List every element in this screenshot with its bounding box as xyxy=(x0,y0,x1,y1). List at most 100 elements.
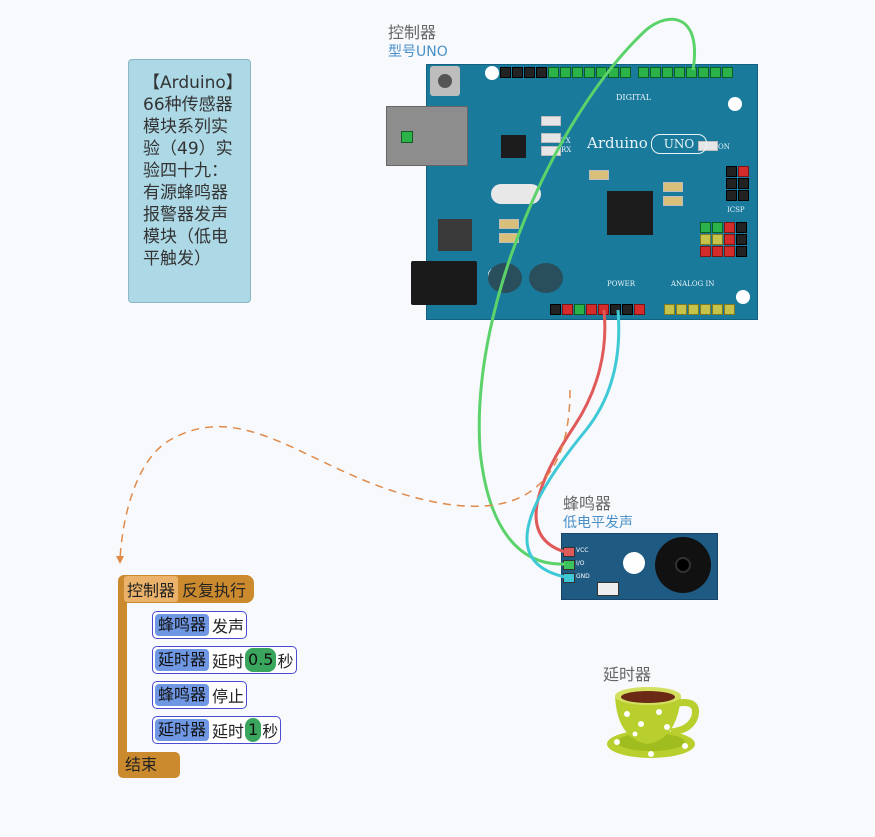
code-statement[interactable]: 蜂鸣器 停止 xyxy=(152,681,248,709)
loop-object[interactable]: 控制器 xyxy=(124,576,179,602)
pad xyxy=(700,222,711,233)
header-pin[interactable] xyxy=(620,67,631,78)
header-pin[interactable] xyxy=(712,304,723,315)
smd-part xyxy=(663,196,683,206)
usb-indicator-icon xyxy=(401,131,413,143)
loop-block-spine xyxy=(118,588,127,758)
header-pin[interactable] xyxy=(738,190,749,201)
header-pin[interactable] xyxy=(536,67,547,78)
pad xyxy=(700,234,711,245)
header-pin[interactable] xyxy=(726,190,737,201)
link-arrow xyxy=(119,389,571,561)
loop-block-end: 结束 xyxy=(118,752,180,778)
header-pin[interactable] xyxy=(726,166,737,177)
analog-header[interactable] xyxy=(664,304,735,315)
statement-object[interactable]: 延时器 xyxy=(155,649,210,671)
pad xyxy=(712,246,723,257)
smd-part xyxy=(499,219,519,229)
icsp-label: ICSP xyxy=(727,206,745,214)
pad xyxy=(736,246,747,257)
mount-hole-icon xyxy=(623,552,645,574)
header-pin[interactable] xyxy=(586,304,597,315)
code-statement[interactable]: 延时器 延时 0.5 秒 xyxy=(152,646,297,674)
digital-header-right[interactable] xyxy=(638,67,733,78)
statement-object[interactable]: 蜂鸣器 xyxy=(155,614,210,636)
smd-part xyxy=(541,146,561,156)
header-pin[interactable] xyxy=(634,304,645,315)
usb-chip xyxy=(501,135,526,158)
statement-action: 发声 xyxy=(212,617,245,636)
header-pin[interactable] xyxy=(572,67,583,78)
header-pin[interactable] xyxy=(726,178,737,189)
header-pin[interactable] xyxy=(650,67,661,78)
header-pin[interactable] xyxy=(686,67,697,78)
pad xyxy=(736,234,747,245)
analog-label: ANALOG IN xyxy=(671,280,715,288)
pad xyxy=(724,234,735,245)
controller-model: 型号UNO xyxy=(388,44,448,60)
capacitor xyxy=(529,263,563,293)
header-pin[interactable] xyxy=(560,67,571,78)
wire-red[interactable] xyxy=(534,309,607,554)
smd-part xyxy=(589,170,609,180)
statement-action: 延时 xyxy=(212,722,245,741)
header-pin[interactable] xyxy=(512,67,523,78)
header-pin[interactable] xyxy=(562,304,573,315)
power-label: POWER xyxy=(607,280,636,288)
header-pin[interactable] xyxy=(584,67,595,78)
header-pin[interactable] xyxy=(738,178,749,189)
header-pin[interactable] xyxy=(524,67,535,78)
header-pin[interactable] xyxy=(550,304,561,315)
loop-block-header[interactable]: 控制器 反复执行 xyxy=(118,575,255,603)
timer-title: 延时器 xyxy=(603,665,652,684)
on-label: ON xyxy=(718,143,730,151)
board-model: UNO xyxy=(651,134,707,154)
mount-hole-icon xyxy=(728,97,742,111)
statement-object[interactable]: 蜂鸣器 xyxy=(155,684,210,706)
wire-green[interactable] xyxy=(477,17,696,566)
delay-value-input[interactable]: 0.5 xyxy=(245,648,277,672)
pad xyxy=(712,222,723,233)
delay-value-input[interactable]: 1 xyxy=(245,718,262,742)
header-pin[interactable] xyxy=(698,67,709,78)
code-statement[interactable]: 延时器 延时 1 秒 xyxy=(152,716,282,744)
header-pin[interactable] xyxy=(548,67,559,78)
header-pin[interactable] xyxy=(700,304,711,315)
header-pin[interactable] xyxy=(610,304,621,315)
header-pin[interactable] xyxy=(738,166,749,177)
header-pin[interactable] xyxy=(500,67,511,78)
header-pin[interactable] xyxy=(664,304,675,315)
header-pin[interactable] xyxy=(674,67,685,78)
power-jack xyxy=(411,261,477,305)
pad xyxy=(700,246,711,257)
wire-cyan[interactable] xyxy=(525,309,621,579)
mcu-chip xyxy=(607,191,653,235)
header-pin[interactable] xyxy=(638,67,649,78)
arduino-board[interactable] xyxy=(426,64,758,320)
pad xyxy=(736,222,747,233)
code-statement[interactable]: 蜂鸣器 发声 xyxy=(152,611,248,639)
smd-part xyxy=(541,116,561,126)
header-pin[interactable] xyxy=(722,67,733,78)
statement-unit: 秒 xyxy=(262,722,279,741)
statement-unit: 秒 xyxy=(277,652,294,671)
reset-button[interactable] xyxy=(430,66,460,96)
teacup-icon[interactable] xyxy=(607,682,703,762)
transistor xyxy=(597,582,619,596)
header-pin[interactable] xyxy=(688,304,699,315)
statement-object[interactable]: 延时器 xyxy=(155,719,210,741)
power-header[interactable] xyxy=(550,304,645,315)
crystal xyxy=(491,184,541,204)
header-pin[interactable] xyxy=(622,304,633,315)
header-pin[interactable] xyxy=(676,304,687,315)
loop-label: 反复执行 xyxy=(182,581,247,600)
digital-header-left[interactable] xyxy=(500,67,631,78)
header-pin[interactable] xyxy=(662,67,673,78)
header-pin[interactable] xyxy=(710,67,721,78)
statement-action: 延时 xyxy=(212,652,245,671)
icsp-header[interactable] xyxy=(726,166,749,201)
header-pin[interactable] xyxy=(574,304,585,315)
header-pin[interactable] xyxy=(724,304,735,315)
project-note[interactable]: 【Arduino】66种传感器模块系列实验（49）实验四十九：有源蜂鸣器报警器发… xyxy=(128,59,251,303)
